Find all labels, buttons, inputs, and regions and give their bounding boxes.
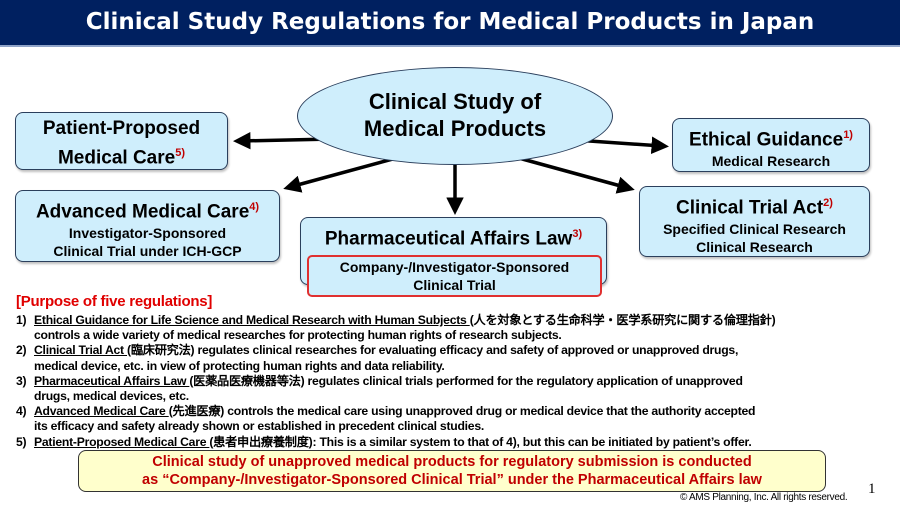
advanced-title: Advanced Medical Care xyxy=(35,201,250,223)
item-text-cont: its efficacy and safety already shown or… xyxy=(34,419,484,434)
box-pharmaceutical-affairs-law: Pharmaceutical Affairs Law3) Company-/In… xyxy=(300,217,607,298)
item-number: 4) xyxy=(16,404,27,419)
regulation-jp-name: (臨床研究法) xyxy=(127,343,195,358)
center-line1: Clinical Study of xyxy=(368,89,542,114)
trial-act-sub1: Specified Clinical Research xyxy=(663,221,846,238)
regulation-name: Pharmaceutical Affairs Law xyxy=(34,373,190,388)
pharma-sub2: Clinical Trial xyxy=(413,277,496,294)
pharma-ref: 3) xyxy=(572,228,583,240)
advanced-sub1: Investigator-Sponsored xyxy=(68,225,227,242)
patient-line1: Patient-Proposed xyxy=(42,118,201,139)
note-line1: Clinical study of unapproved medical pro… xyxy=(152,454,752,470)
item-number: 1) xyxy=(16,313,27,327)
pharma-title: Pharmaceutical Affairs Law xyxy=(324,228,573,250)
purpose-item: 4) Advanced Medical Care (先進医療) controls … xyxy=(16,404,896,434)
copyright: © AMS Planning, Inc. All rights reserved… xyxy=(680,492,848,503)
purpose-section: [Purpose of five regulations] 1) Ethical … xyxy=(16,292,896,450)
center-line2: Medical Products xyxy=(363,116,547,141)
ethical-sub1: Medical Research xyxy=(711,153,831,170)
arrow-to-advanced xyxy=(283,155,401,193)
regulation-jp-name: (先進医療) xyxy=(168,404,225,419)
box-ethical-guidance: Ethical Guidance1) Medical Research xyxy=(672,118,870,172)
trial-act-sub2: Clinical Research xyxy=(696,239,813,256)
trial-act-title: Clinical Trial Act xyxy=(676,197,824,219)
box-advanced-medical-care: Advanced Medical Care4) Investigator-Spo… xyxy=(15,190,280,262)
ethical-title: Ethical Guidance xyxy=(689,129,844,151)
regulation-jp-name: (患者申出療養制度) xyxy=(209,434,313,449)
note-line2: as “Company-/Investigator-Sponsored Clin… xyxy=(142,472,762,488)
advanced-sub2: Clinical Trial under ICH-GCP xyxy=(53,243,242,260)
item-number: 5) xyxy=(16,434,27,449)
ethical-ref: 1) xyxy=(843,129,853,141)
item-text-cont: drugs, medical devices, etc. xyxy=(34,389,189,404)
item-text: : This is a similar system to that of 4)… xyxy=(312,434,752,449)
item-text: controls the medical care using unapprov… xyxy=(224,404,756,419)
center-node: Clinical Study of Medical Products xyxy=(297,67,613,165)
item-text-cont: controls a wide variety of medical resea… xyxy=(34,328,562,343)
advanced-ref: 4) xyxy=(249,201,260,213)
pharma-highlight: Company-/Investigator-Sponsored Clinical… xyxy=(307,255,602,298)
purpose-item: 3) Pharmaceutical Affairs Law (医薬品医療機器等法)… xyxy=(16,374,896,404)
purpose-item: 1) Ethical Guidance for Life Science and … xyxy=(16,313,896,343)
regulation-jp-name: (医薬品医療機器等法) xyxy=(189,373,305,388)
patient-line2: Medical Care xyxy=(57,147,176,169)
regulation-name: Patient-Proposed Medical Care xyxy=(34,434,210,449)
item-number: 3) xyxy=(16,373,27,388)
item-text: regulates clinical researches for evalua… xyxy=(194,343,739,358)
conclusion-note: Clinical study of unapproved medical pro… xyxy=(78,450,826,492)
item-text: regulates clinical trials performed for … xyxy=(304,373,743,388)
purpose-item: 2) Clinical Trial Act (臨床研究法) regulates c… xyxy=(16,343,896,373)
regulation-name: Ethical Guidance for Life Science and Me… xyxy=(34,313,470,327)
box-clinical-trial-act: Clinical Trial Act2) Specified Clinical … xyxy=(639,186,870,257)
page-number: 1 xyxy=(868,481,876,497)
trial-act-ref: 2) xyxy=(823,197,833,209)
item-text-cont: medical device, etc. in view of protecti… xyxy=(34,358,445,373)
regulation-jp-name: (人を対象とする生命科学・医学系研究に関する倫理指針) xyxy=(469,313,776,327)
patient-ref: 5) xyxy=(175,147,185,159)
slide-title: Clinical Study Regulations for Medical P… xyxy=(0,0,900,47)
purpose-item: 5) Patient-Proposed Medical Care (患者申出療養制… xyxy=(16,435,896,450)
regulation-name: Clinical Trial Act xyxy=(34,343,128,358)
purpose-heading: [Purpose of five regulations] xyxy=(16,293,213,310)
arrow-to-trial-act xyxy=(514,155,635,194)
regulation-name: Advanced Medical Care xyxy=(34,404,169,419)
pharma-sub1: Company-/Investigator-Sponsored xyxy=(339,259,570,276)
box-patient-proposed: Patient-Proposed Medical Care5) xyxy=(15,112,228,170)
item-number: 2) xyxy=(16,343,27,358)
